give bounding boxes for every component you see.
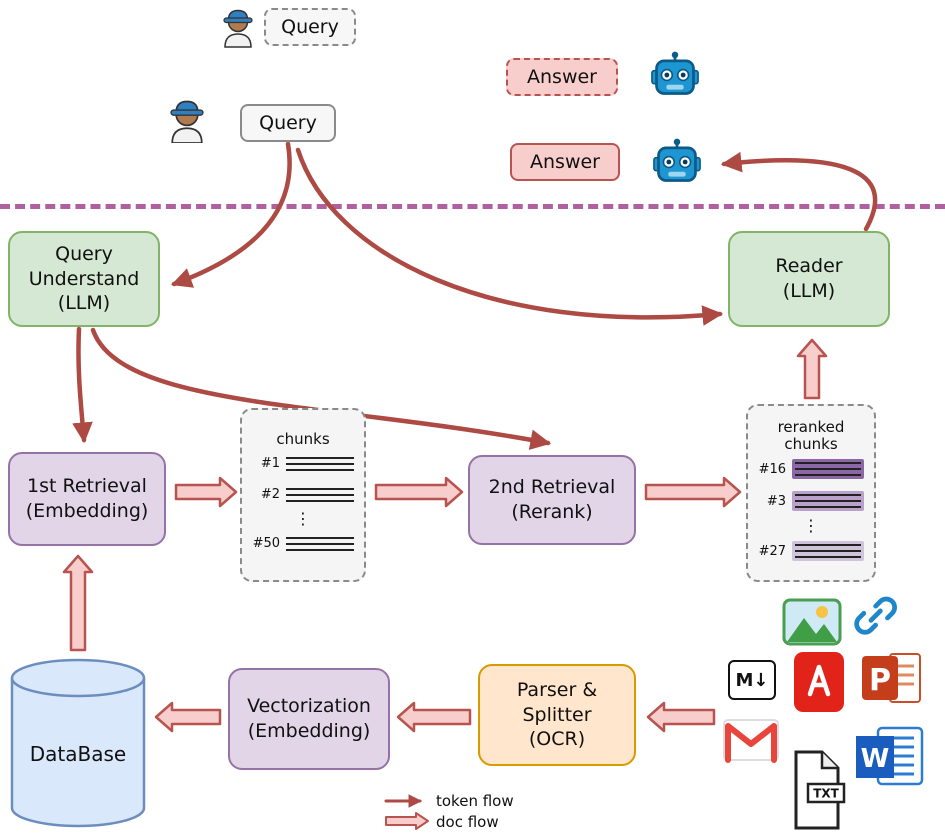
parser-line1: Parser & — [516, 678, 598, 701]
reranked-item-27: #27 — [758, 541, 864, 562]
reranked-item-3: #3 — [758, 491, 864, 512]
chunks-title: chunks — [276, 429, 330, 448]
arrow-reader-to-answer — [720, 151, 878, 232]
arrow-parser-to-vectorization — [396, 701, 472, 733]
user-icon-draft — [218, 2, 258, 48]
arrow-vectorization-to-database — [154, 701, 222, 733]
chunk-label: #50 — [252, 536, 280, 552]
query-understand-line2: Understand — [28, 267, 140, 290]
text-lines — [286, 536, 354, 551]
first-retrieval-line1: 1st Retrieval — [27, 475, 147, 498]
legend-token-flow-label: token flow — [436, 792, 514, 810]
reranked-chunks-box: reranked chunks #16 #3 ⋮ #27 — [746, 404, 876, 582]
pdf-icon — [792, 650, 846, 714]
parser-line3: (OCR) — [528, 728, 586, 751]
reranked-ellipsis: ⋮ — [803, 516, 819, 536]
query-draft-label: Query — [281, 16, 339, 38]
legend-doc-flow-label: doc flow — [436, 813, 499, 831]
reader-node: Reader (LLM) — [728, 231, 890, 327]
legend-doc-arrow — [385, 812, 429, 830]
arrow-second-retrieval-to-reranked — [644, 476, 742, 508]
markdown-glyph: M↓ — [735, 669, 769, 691]
markdown-icon: M↓ — [728, 660, 776, 700]
reranked-title-line1: reranked — [777, 417, 845, 436]
powerpoint-glyph: P — [869, 663, 891, 698]
parser-line2: Splitter — [522, 703, 592, 726]
arrow-database-to-first-retrieval — [62, 554, 94, 652]
chunk-item-1: #1 — [252, 456, 354, 471]
arrow-chunks-to-second-retrieval — [374, 476, 464, 508]
text-lines — [286, 487, 354, 502]
database-label: DataBase — [30, 742, 126, 766]
arrow-reranked-to-reader — [796, 338, 828, 400]
text-lines — [286, 456, 354, 471]
answer-draft-box: Answer — [506, 58, 618, 96]
chunk-label: #1 — [260, 456, 280, 472]
dashed-separator-line — [0, 204, 945, 209]
powerpoint-icon: P — [860, 646, 924, 710]
highlighted-text-lines — [792, 459, 864, 480]
word-icon: W — [856, 726, 924, 788]
database-node: DataBase — [8, 656, 148, 832]
second-retrieval-line2: (Rerank) — [511, 501, 593, 523]
arrow-first-retrieval-to-chunks — [174, 476, 238, 508]
reranked-title-line2: chunks — [784, 435, 838, 453]
gmail-icon — [722, 716, 780, 764]
reranked-item-16: #16 — [758, 459, 864, 480]
arrow-query-understand-to-first-retrieval — [72, 326, 93, 444]
chunk-label: #27 — [758, 543, 786, 559]
parser-splitter-node: Parser & Splitter (OCR) — [478, 664, 636, 766]
txt-glyph: TXT — [813, 787, 839, 801]
reader-line2: (LLM) — [782, 280, 836, 302]
query-label: Query — [259, 112, 317, 134]
user-icon — [164, 93, 210, 143]
chunk-label: #16 — [758, 461, 786, 477]
robot-icon-draft — [650, 50, 700, 100]
chunk-item-50: #50 — [252, 536, 354, 551]
first-retrieval-line2: (Embedding) — [25, 500, 149, 522]
highlighted-text-lines — [792, 541, 864, 562]
robot-icon — [652, 137, 702, 187]
chunks-box: chunks #1 #2 ⋮ #50 — [240, 408, 366, 582]
query-draft-box: Query — [264, 8, 356, 46]
chunk-item-2: #2 — [252, 487, 354, 502]
reader-line1: Reader — [775, 255, 843, 278]
second-retrieval-node: 2nd Retrieval (Rerank) — [468, 455, 636, 545]
query-box: Query — [240, 104, 336, 142]
chunk-label: #2 — [260, 487, 280, 503]
vectorization-line1: Vectorization — [247, 695, 371, 718]
chunks-ellipsis: ⋮ — [295, 509, 311, 529]
second-retrieval-line1: 2nd Retrieval — [488, 476, 616, 499]
vectorization-node: Vectorization (Embedding) — [228, 668, 390, 770]
image-icon — [782, 598, 842, 646]
query-understand-line1: Query — [55, 242, 113, 265]
arrow-query-to-query-understand — [171, 141, 292, 288]
highlighted-text-lines — [792, 491, 864, 512]
chunk-label: #3 — [766, 493, 786, 509]
query-understand-line3: (LLM) — [57, 292, 111, 315]
answer-box: Answer — [510, 143, 620, 181]
word-glyph: W — [861, 744, 890, 774]
answer-label: Answer — [530, 151, 600, 173]
answer-draft-label: Answer — [527, 66, 597, 88]
txt-file-icon: TXT — [788, 750, 846, 830]
query-understand-node: Query Understand (LLM) — [8, 231, 160, 327]
first-retrieval-node: 1st Retrieval (Embedding) — [8, 452, 166, 546]
arrow-docs-to-parser — [646, 701, 716, 733]
link-icon — [852, 592, 904, 644]
vectorization-line2: (Embedding) — [247, 720, 371, 742]
